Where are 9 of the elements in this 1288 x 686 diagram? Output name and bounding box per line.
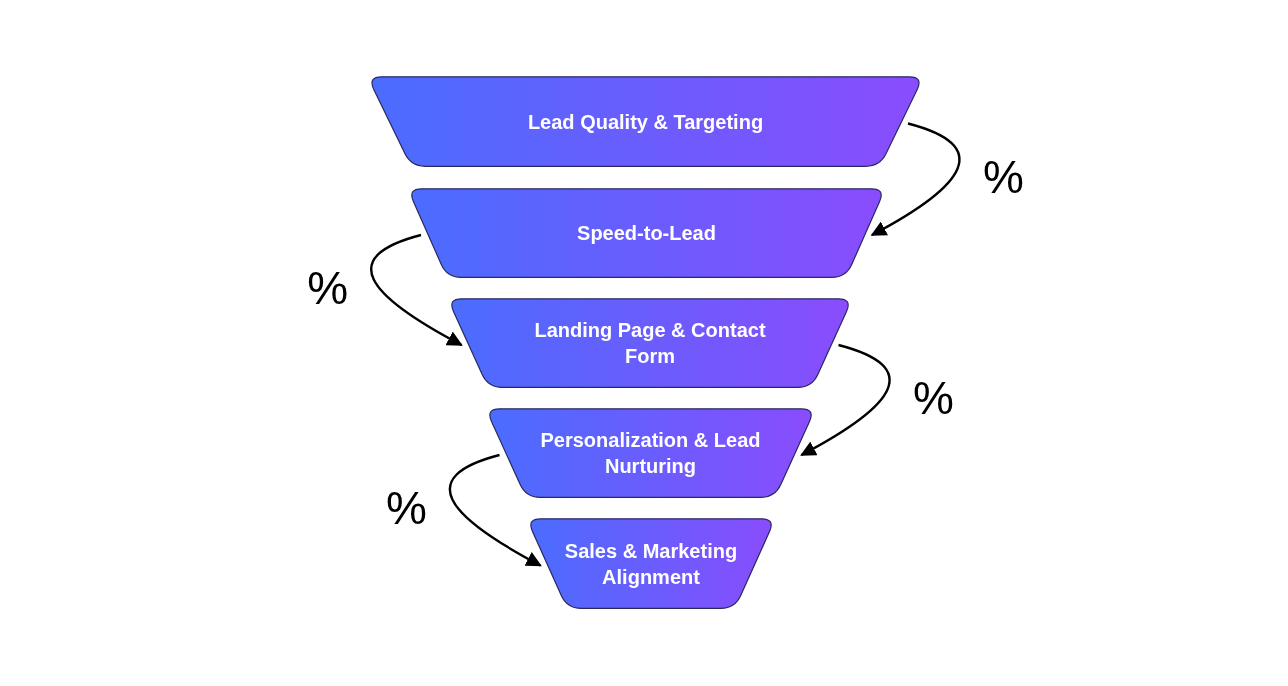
stage-label: Personalization & Lead Nurturing <box>539 428 762 479</box>
curved-arrow <box>448 453 542 567</box>
curved-arrow <box>370 233 463 347</box>
stage-label: Landing Page & Contact Form <box>533 318 767 369</box>
curved-arrow <box>870 122 961 237</box>
stage-label: Lead Quality & Targeting <box>527 109 764 135</box>
stage-label: Sales & Marketing Alignment <box>563 538 739 590</box>
stage-label: Speed-to-Lead <box>577 221 716 246</box>
curved-arrow <box>800 343 891 457</box>
